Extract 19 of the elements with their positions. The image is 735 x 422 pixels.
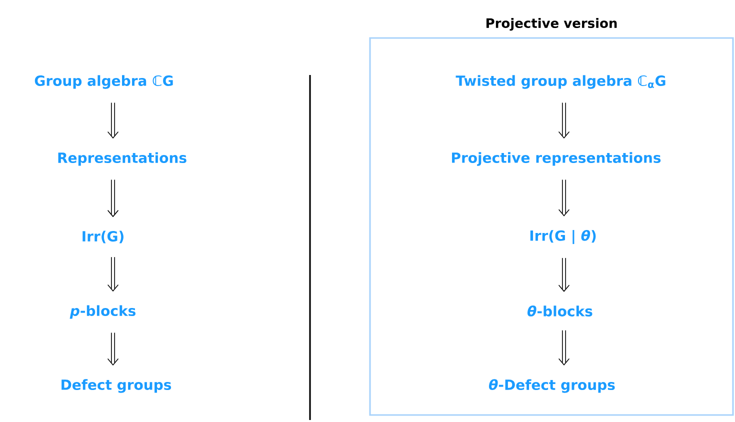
implication-arrow [108,180,118,217]
concept-label: Projective representations [452,152,661,166]
implication-arrow [108,257,118,292]
concept-label: θ-blocks [528,306,592,316]
implication-arrow [558,180,570,216]
concept-label: Irr(G | θ) [530,230,596,244]
concept-label: Twisted group algebra ℂ$_{α}$G [456,75,666,89]
concept-label: p-blocks [70,305,136,319]
concept-label: θ-Defect groups [488,379,615,393]
concept-label: Representations [58,152,186,166]
implication-arrow [108,332,118,366]
concept-label: Irr(G) [82,230,124,244]
node-label: Projective version [486,18,617,31]
concept-label: Defect groups [62,379,172,393]
concept-label: Group algebra ℂG [34,75,173,89]
implication-arrow [108,102,118,138]
implication-arrow [558,330,570,366]
implication-arrow [558,102,570,138]
implication-arrow [558,258,570,292]
